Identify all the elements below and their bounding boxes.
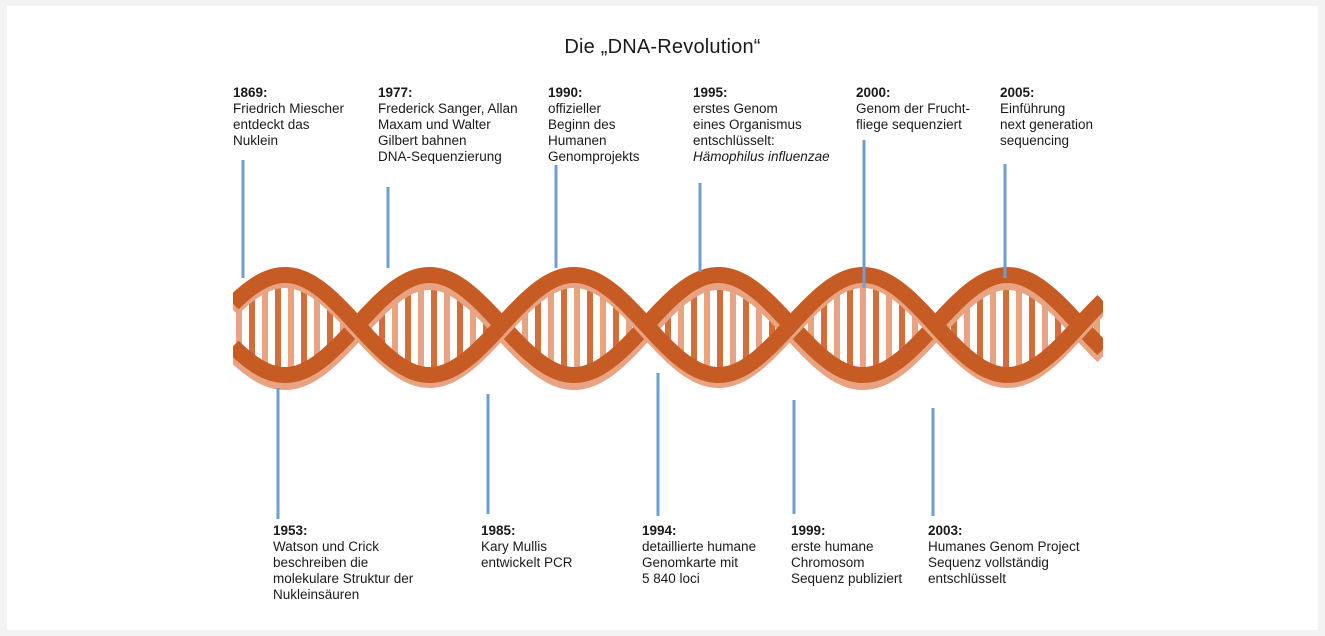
event-year: 2003:: [928, 523, 1103, 539]
event-description: Einführung next generation sequencing: [1000, 101, 1175, 149]
event-year: 2005:: [1000, 85, 1175, 101]
event-description: Frederick Sanger, Allan Maxam und Walter…: [378, 101, 553, 165]
event-2005: 2005: Einführung next generation sequenc…: [1000, 85, 1175, 149]
event-1995: 1995: erstes Genom eines Organismus ents…: [693, 85, 868, 165]
event-year: 1985:: [481, 523, 656, 539]
event-year: 1953:: [273, 523, 448, 539]
event-1977: 1977: Frederick Sanger, Allan Maxam und …: [378, 85, 553, 165]
event-organism-name: Hämophilus influenzae: [693, 149, 868, 165]
event-description: Watson und Crick beschreiben die molekul…: [273, 539, 448, 603]
event-description: erstes Genom eines Organismus entschlüss…: [693, 101, 868, 149]
event-1953: 1953: Watson und Crick beschreiben die m…: [273, 523, 448, 603]
event-1985: 1985: Kary Mullis entwickelt PCR: [481, 523, 656, 571]
event-description: Kary Mullis entwickelt PCR: [481, 539, 656, 571]
event-2003: 2003: Humanes Genom Project Sequenz voll…: [928, 523, 1103, 587]
event-description: Humanes Genom Project Sequenz vollständi…: [928, 539, 1103, 587]
event-year: 1995:: [693, 85, 868, 101]
event-year: 1977:: [378, 85, 553, 101]
